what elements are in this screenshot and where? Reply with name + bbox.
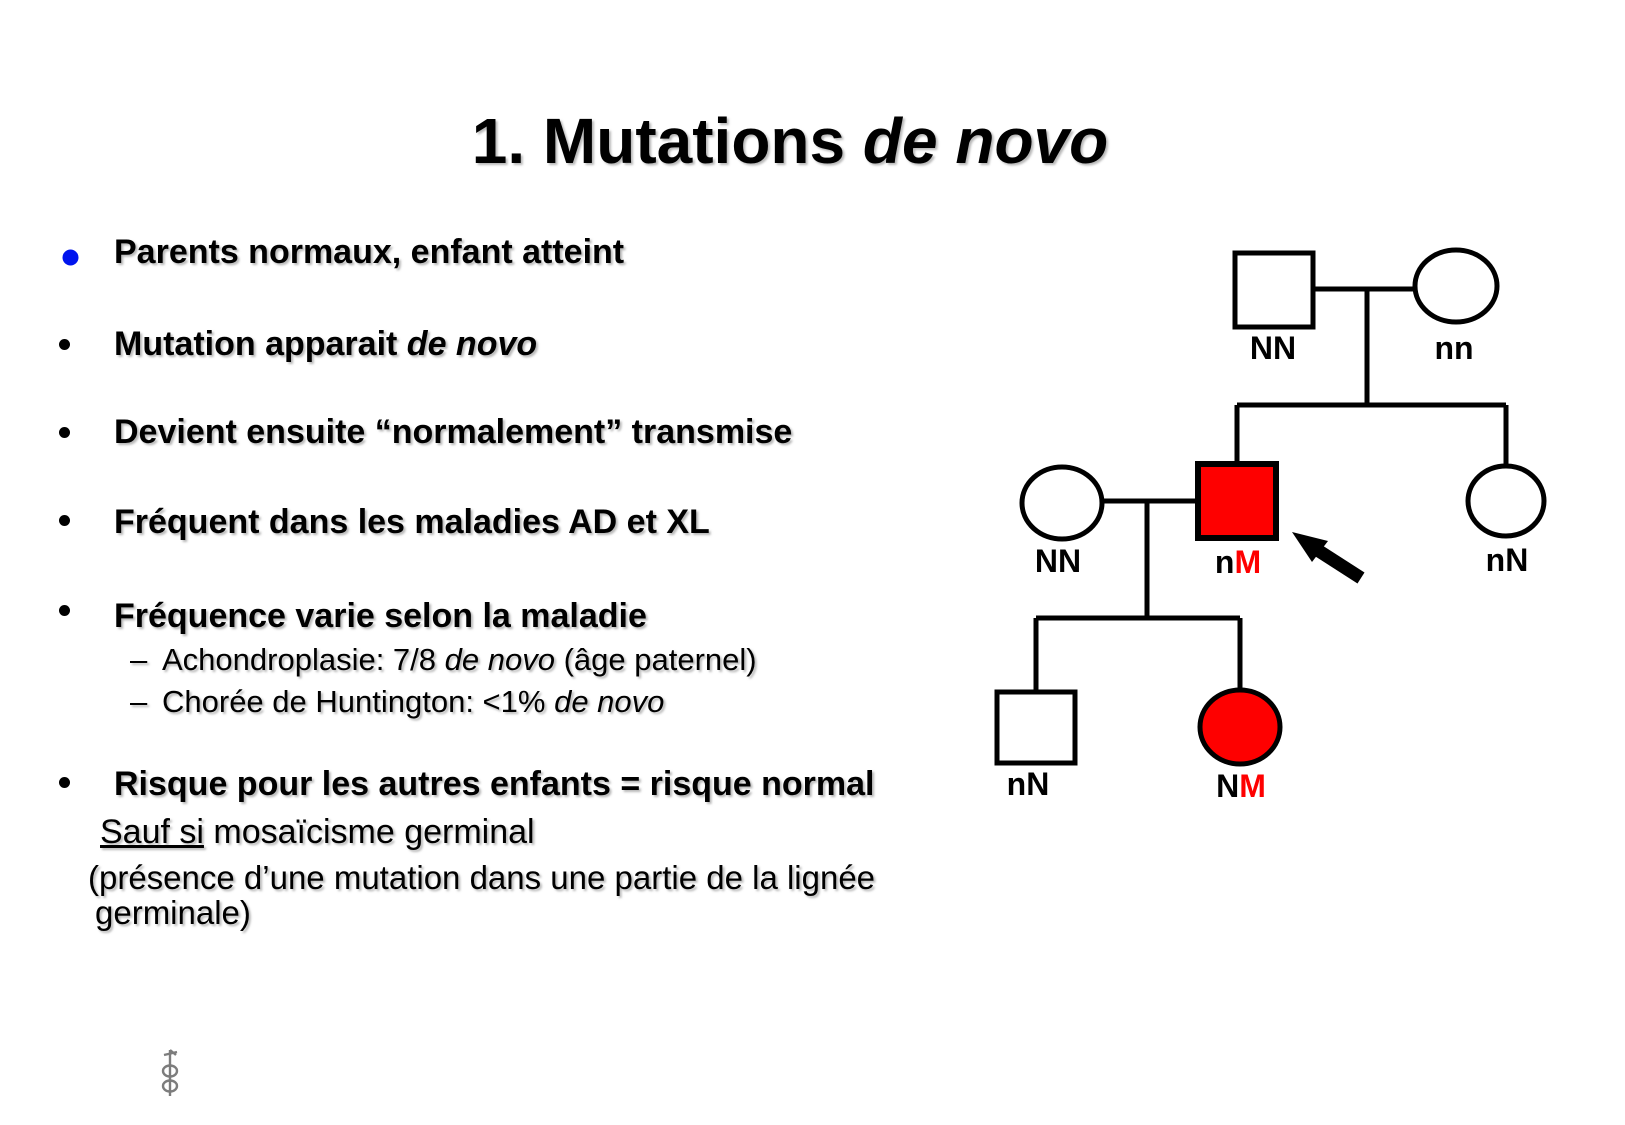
proband-arrow-shaft [1315,545,1365,584]
staff-coil-upper [161,1064,179,1078]
blue-dot-icon [62,249,79,266]
dash-marker: – [130,642,148,677]
bullet-marker-blue [62,249,79,266]
gen1-father-square [1232,250,1316,330]
allele-normal: n [1215,544,1235,580]
pedigree-labels: NN nn NN nM nN nN NM [1007,330,1529,804]
parenthesis-line-2: germinale) [95,893,251,933]
subbullet-text-italic: de novo [554,684,665,719]
staff-coil-lower [161,1079,179,1093]
bullet-text: Mutation apparait [114,325,407,363]
bullet-marker [59,777,70,788]
page-title: 1. Mutations de novo [0,104,1580,178]
bullet-marker [59,605,70,616]
bullet-marker [59,427,70,438]
bullet-marker [59,515,70,526]
title-text: 1. Mutations [471,105,863,177]
allele-normal: N [1216,768,1239,804]
subbullet-text-italic: de novo [444,642,555,677]
pedigree-lines [1033,286,1509,692]
title-italic: de novo [862,105,1109,177]
genotype-label-gen2-wife: NN [1035,543,1081,579]
proband-arrow-head [1292,532,1328,562]
subbullet-huntington: –Chorée de Huntington: <1% de novo [130,683,664,721]
bullet-frequent-ad-xl: Fréquent dans les maladies AD et XL [114,502,710,542]
sauf-si-line: Sauf si mosaïcisme germinal [100,812,535,852]
bullet-risque: Risque pour les autres enfants = risque … [114,764,874,804]
staff-tip [169,1049,177,1056]
gen1-mother-circle [1412,247,1500,325]
genotype-label-gen2-proband: nM [1215,544,1261,580]
gen2-proband-square-affected [1195,461,1279,541]
genotype-label-gen2-sister: nN [1486,542,1529,578]
bullet-transmise: Devient ensuite “normalement” transmise [114,412,792,452]
bullet-mutation-de-novo: Mutation apparait de novo [114,324,537,364]
proband-arrow-icon [1292,532,1365,584]
sauf-si-underlined: Sauf si [100,813,204,851]
bullet-text: Devient ensuite “normalement” transmise [114,413,793,451]
bullet-parents-normaux: Parents normaux, enfant atteint [114,232,624,272]
pedigree-diagram: NN nn NN nM nN nN NM [994,247,1547,804]
paren-text: germinale) [95,894,251,931]
bullet-marker [59,339,70,350]
bullet-text: Parents normaux, enfant atteint [114,233,625,271]
subbullet-achondroplasie: –Achondroplasie: 7/8 de novo (âge patern… [130,641,757,679]
allele-mutant: M [1239,768,1266,804]
sauf-si-rest: mosaïcisme germinal [203,813,535,851]
asclepius-staff-icon [161,1049,179,1096]
bullet-frequence-varie: Fréquence varie selon la maladie [114,596,647,636]
gen2-wife-circle [1019,464,1105,542]
subbullet-text: Chorée de Huntington: <1% [162,684,555,719]
subbullet-text: (âge paternel) [554,642,757,677]
gen3-son-square [994,689,1078,766]
bullet-text: Risque pour les autres enfants = risque … [114,765,875,803]
gen2-sister-circle [1465,463,1547,539]
bullet-text: Fréquence varie selon la maladie [114,597,647,635]
genotype-label-gen1-mother: nn [1434,330,1473,366]
genotype-label-gen1-father: NN [1250,330,1296,366]
genotype-label-gen3-daughter: NM [1216,768,1266,804]
bullet-text-italic: de novo [406,325,538,363]
allele-mutant: M [1234,544,1261,580]
paren-text: (présence d’une mutation dans une partie… [88,859,876,896]
dash-marker: – [130,684,148,719]
bullet-text: Fréquent dans les maladies AD et XL [114,503,710,541]
parenthesis-line-1: (présence d’une mutation dans une partie… [88,858,875,898]
genotype-label-gen3-son: nN [1007,766,1050,802]
subbullet-text: Achondroplasie: 7/8 [162,642,445,677]
gen3-daughter-circle-affected [1197,687,1283,767]
